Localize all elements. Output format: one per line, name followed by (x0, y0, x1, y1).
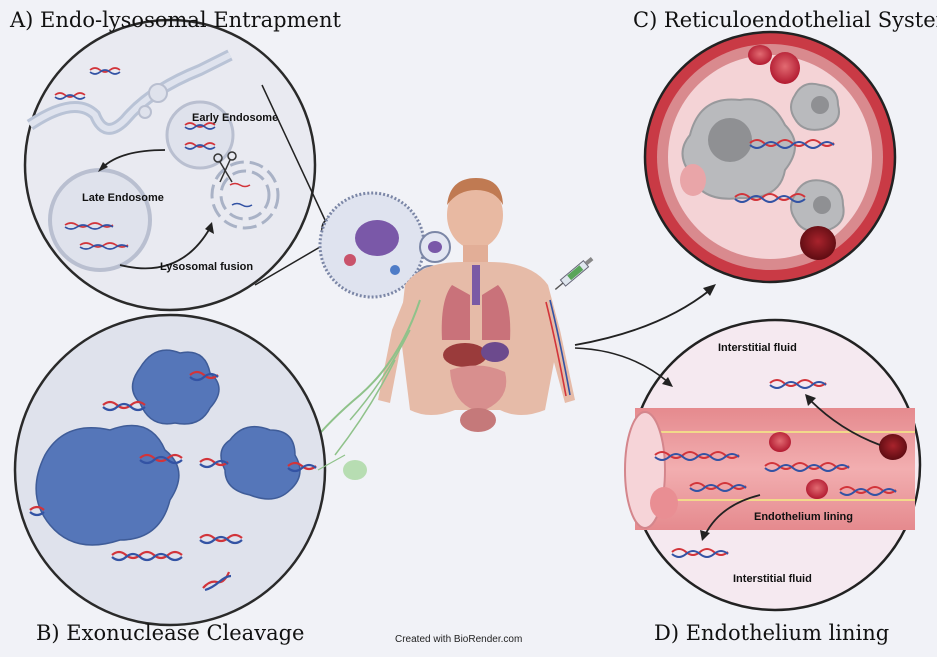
late-endosome-label: Late Endosome (82, 192, 164, 204)
endothelium-lining-label: Endothelium lining (754, 511, 853, 523)
interstitial-fluid-bottom-label: Interstitial fluid (733, 573, 812, 585)
biorender-credit: Created with BioRender.com (395, 634, 523, 645)
panel-a-circle (23, 18, 317, 312)
panel-c-circle (643, 30, 897, 284)
panel-d-title: D) Endothelium lining (654, 621, 890, 645)
panel-b-title: B) Exonuclease Cleavage (36, 621, 305, 645)
lysosomal-fusion-label: Lysosomal fusion (160, 261, 254, 273)
interstitial-fluid-top-label: Interstitial fluid (718, 342, 797, 354)
human-body (309, 178, 594, 480)
early-endosome-label: Early Endosome (192, 112, 279, 124)
panel-a-title: A) Endo-lysosomal Entrapment (10, 8, 341, 32)
panel-b-circle (13, 313, 327, 627)
panel-c-title: C) Reticuloendothelial System (633, 8, 937, 32)
panel-d-circle (624, 318, 922, 612)
